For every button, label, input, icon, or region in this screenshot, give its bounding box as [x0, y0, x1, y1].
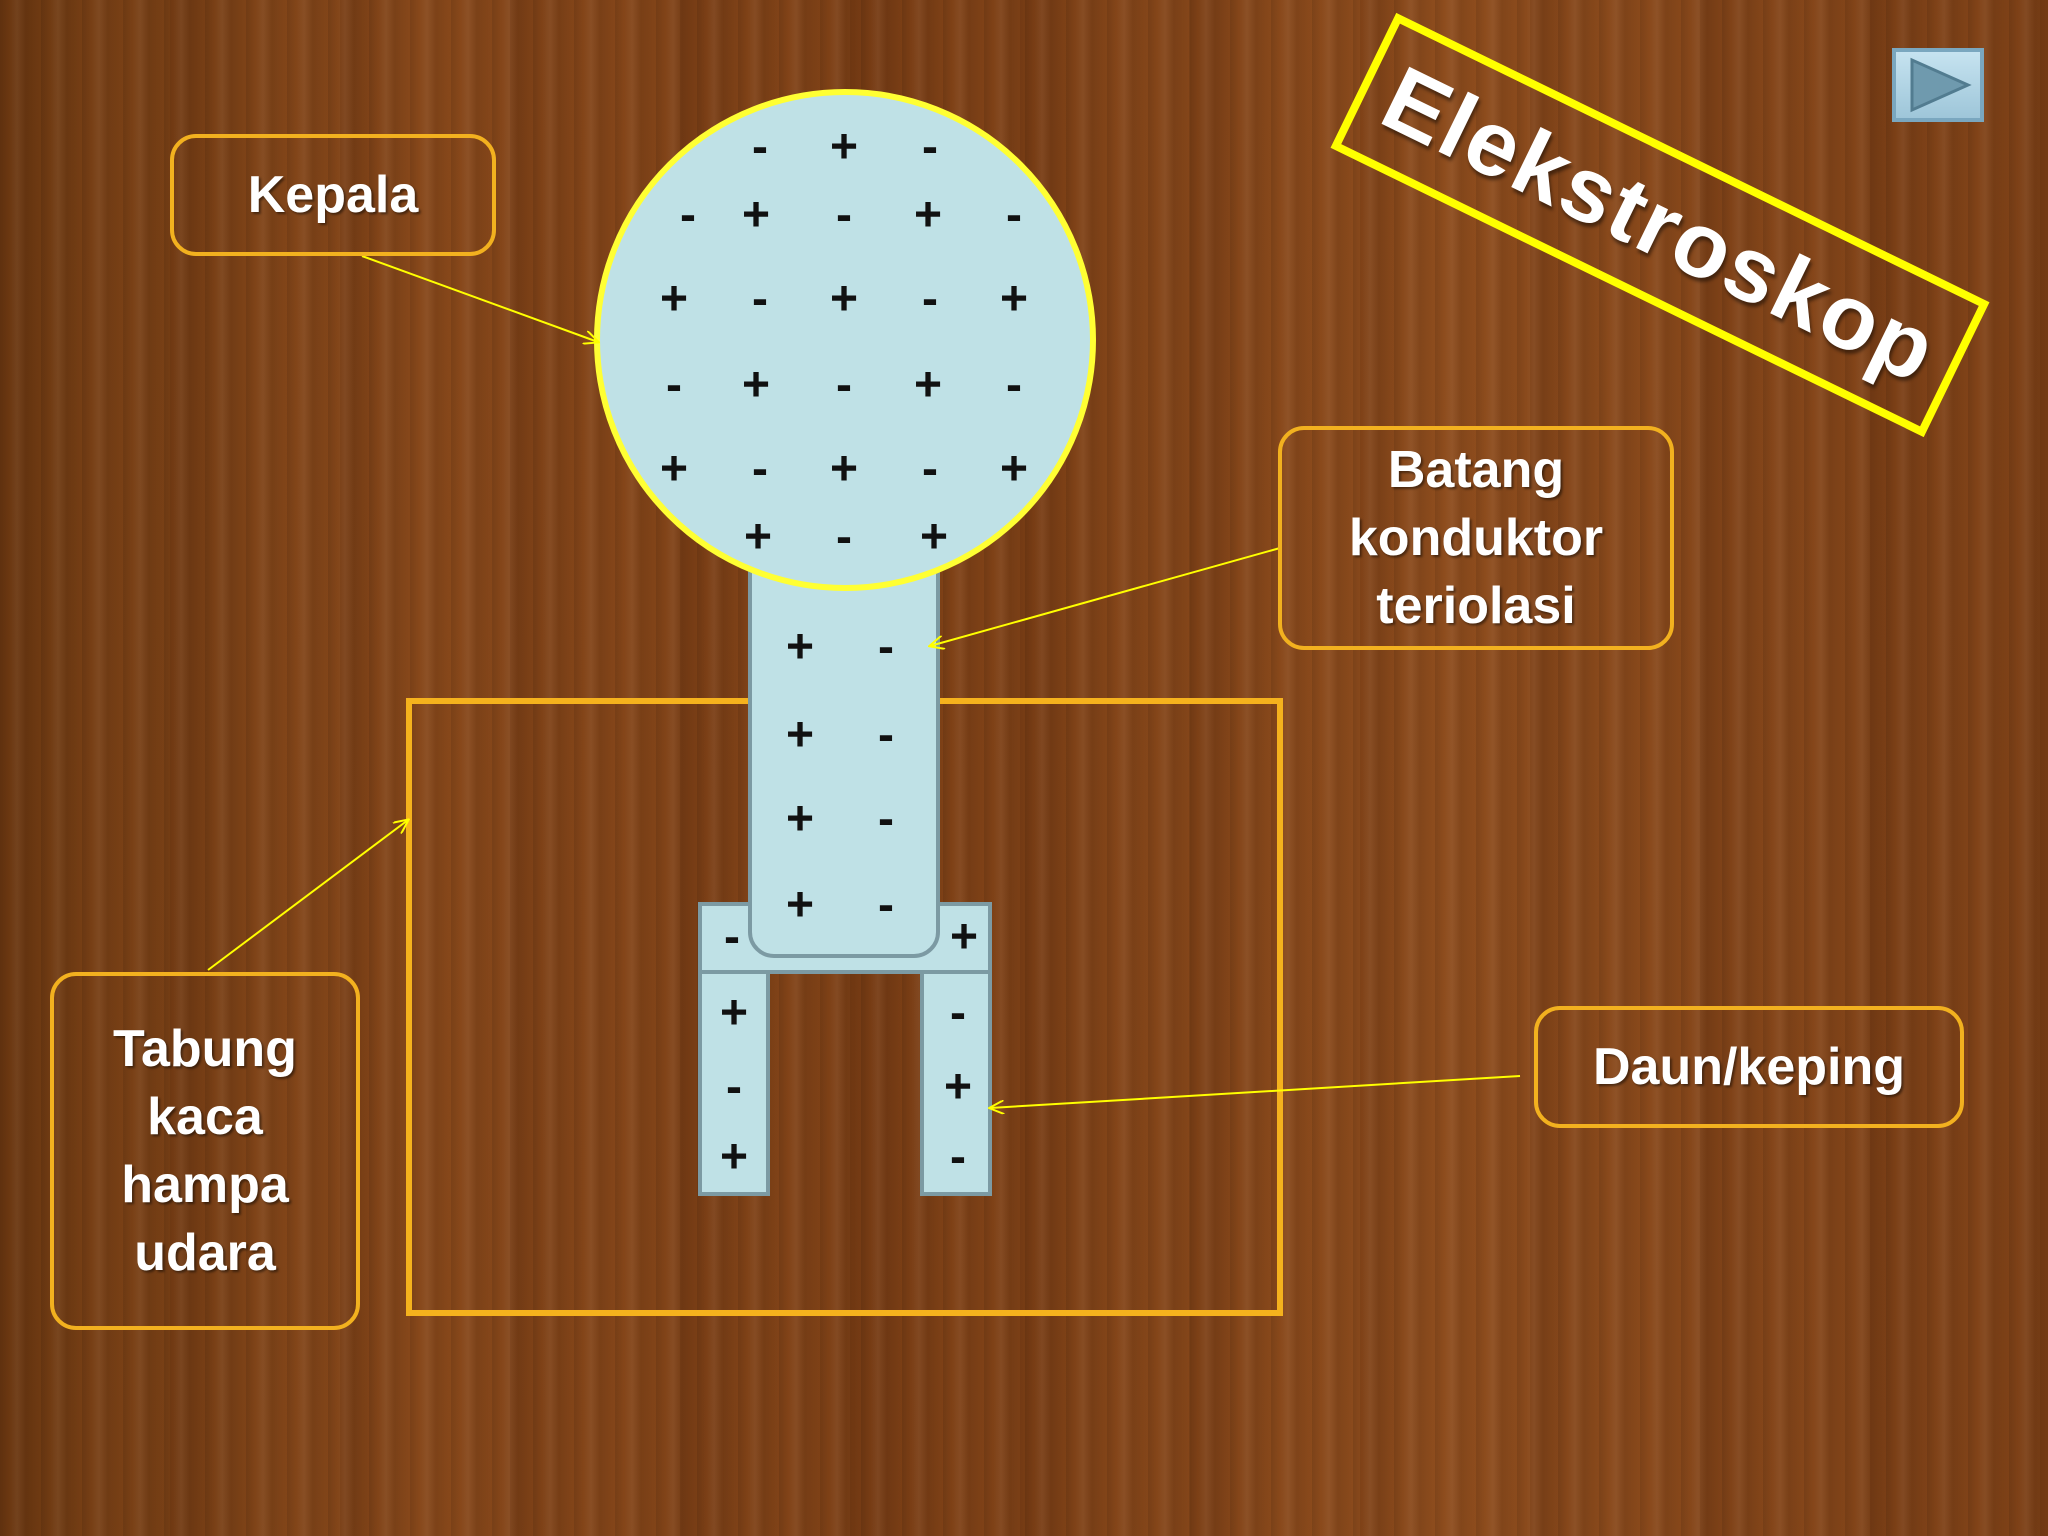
head-charge-minus: -: [1006, 359, 1022, 412]
label-daun-keping: Daun/keping: [1534, 1006, 1964, 1128]
kepala-arrow: [361, 255, 598, 342]
head-charge-plus: +: [1000, 443, 1028, 496]
rod-charge-plus: +: [786, 793, 814, 846]
rod-charge-plus: +: [786, 709, 814, 762]
rod-charge-plus: +: [786, 879, 814, 932]
crossbar-charge-plus: +: [950, 911, 978, 964]
head-charge-minus: -: [752, 443, 768, 496]
head-charge-minus: -: [836, 359, 852, 412]
right-leaf-charge-minus: -: [950, 1131, 966, 1184]
head-charge-plus: +: [920, 511, 948, 564]
head-charge-plus: +: [660, 443, 688, 496]
label-daun-text: Daun/keping: [1592, 1038, 1906, 1096]
rod-charge-minus: -: [878, 879, 894, 932]
right-leaf-charge-plus: +: [944, 1061, 972, 1114]
head-charge-plus: +: [830, 443, 858, 496]
head-charge-plus: +: [914, 359, 942, 412]
head-charge-minus: -: [1006, 189, 1022, 242]
head-charge-minus: -: [836, 189, 852, 242]
left-leaf-charge-minus: -: [726, 1061, 742, 1114]
label-tabung-kaca: Tabung kaca hampa udara: [50, 972, 360, 1330]
left-leaf: [698, 968, 770, 1196]
left-leaf-charge-plus: +: [720, 987, 748, 1040]
head-charge-plus: +: [660, 273, 688, 326]
head-charge-minus: -: [680, 189, 696, 242]
label-batang-konduktor: Batang konduktor teriolasi: [1278, 426, 1674, 650]
head-charge-minus: -: [666, 359, 682, 412]
rod-charge-minus: -: [878, 793, 894, 846]
daun-arrow: [990, 1075, 1521, 1108]
head-charge-minus: -: [922, 443, 938, 496]
head-charge-plus: +: [830, 273, 858, 326]
tabung-arrow: [207, 820, 408, 971]
head-charge-plus: +: [744, 511, 772, 564]
head-charge-minus: -: [922, 273, 938, 326]
conductor-rod: [748, 546, 940, 958]
charges-layer: -+--+-+-+-+-+-+-+-+-+-++-++-+-+-+--++-+-…: [660, 121, 1028, 1184]
play-triangle-icon: [1910, 57, 1972, 113]
label-batang-text: Batang konduktor teriolasi: [1348, 441, 1604, 635]
batang-arrow: [930, 547, 1281, 646]
right-leaf-charge-minus: -: [950, 987, 966, 1040]
head-charge-minus: -: [922, 121, 938, 174]
left-leaf-charge-plus: +: [720, 1131, 748, 1184]
head-charge-plus: +: [742, 189, 770, 242]
label-kepala-text: Kepala: [247, 166, 419, 224]
head-charge-minus: -: [752, 121, 768, 174]
label-kepala: Kepala: [170, 134, 496, 256]
crossbar-charge-minus: -: [724, 911, 740, 964]
head-charge-plus: +: [914, 189, 942, 242]
next-slide-button[interactable]: [1892, 48, 1984, 122]
rod-charge-minus: -: [878, 621, 894, 674]
label-tabung-text: Tabung kaca hampa udara: [113, 1020, 297, 1282]
head-charge-plus: +: [742, 359, 770, 412]
head-charge-plus: +: [1000, 273, 1028, 326]
head-charge-plus: +: [830, 121, 858, 174]
rod-charge-minus: -: [878, 709, 894, 762]
head-charge-minus: -: [752, 273, 768, 326]
head-charge-minus: -: [836, 511, 852, 564]
right-leaf: [920, 968, 992, 1196]
rod-charge-plus: +: [786, 621, 814, 674]
